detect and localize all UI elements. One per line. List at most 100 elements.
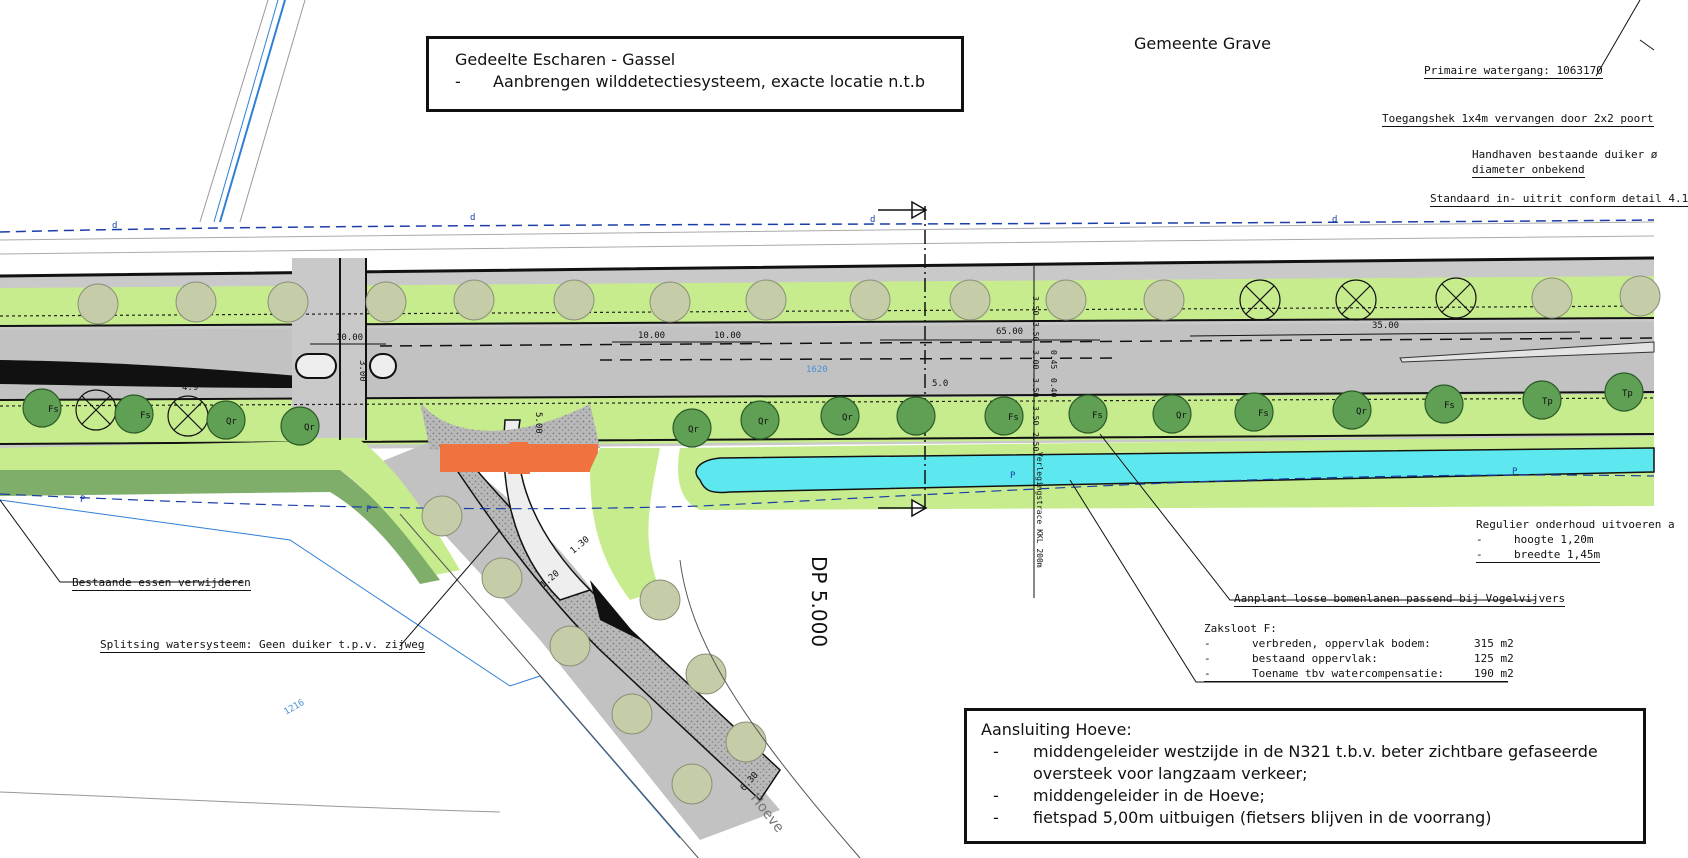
utility-letter: P (80, 495, 86, 505)
connection-title: Aansluiting Hoeve: (981, 720, 1132, 739)
section-arrow-top (878, 200, 928, 220)
hatched-island (1399, 341, 1655, 363)
pipe-line-p (0, 474, 1655, 510)
utility-letter: d (1332, 215, 1338, 225)
dimension-text: 10.00 (638, 331, 666, 341)
leader-line (1069, 479, 1508, 683)
median-island (295, 353, 337, 379)
tree-code: Fs (1444, 401, 1455, 411)
leader-line (1639, 39, 1655, 51)
ditch-row: -verbreden, oppervlak bodem:315 m2 (1204, 637, 1514, 650)
road-edge (0, 391, 1655, 401)
section-info-box: Gedeelte Escharen - Gassel - Aanbrengen … (426, 36, 964, 112)
tree-code: Tp (1622, 389, 1633, 399)
parcel-boundary (213, 0, 279, 223)
lane-marking (379, 337, 1655, 347)
split-water-label: Splitsing watersysteem: Geen duiker t.p.… (100, 638, 425, 653)
tree-code: Fs (1092, 411, 1103, 421)
dimension-text: 5.00 (533, 412, 543, 434)
traffic-lane (0, 322, 1654, 400)
dp-label: DP 5.000 (807, 556, 831, 648)
connection-item: -middengeleider in de Hoeve; (993, 786, 1265, 805)
maintenance-item: -hoogte 1,20m (1476, 533, 1594, 546)
tree-code: Qr (1356, 407, 1367, 417)
exit-label: Standaard in- uitrit conform detail 4.1 (1430, 192, 1688, 207)
width-text: 3.00 (1031, 350, 1040, 370)
cycle-crossing (508, 442, 530, 474)
road-edge (0, 256, 1655, 278)
tree-code: Fs (140, 411, 151, 421)
connection-item: oversteek voor langzaam verkeer; (1033, 764, 1308, 783)
tree-code: Fs (1258, 409, 1269, 419)
section-item: - Aanbrengen wilddetectiesysteem, exacte… (455, 72, 926, 91)
road-line-hoeve (679, 559, 861, 858)
trees-label: Aanplant losse bomenlanen passend bij Vo… (1234, 592, 1566, 607)
dimension-text: 65.00 (996, 327, 1024, 337)
width-text: 3.50 (1031, 296, 1040, 316)
dimension-text: 35.00 (1372, 321, 1400, 331)
connection-info-box: Aansluiting Hoeve: -middengeleider westz… (964, 708, 1646, 844)
section-title: Gedeelte Escharen - Gassel (455, 50, 676, 69)
section-arrow-bottom (878, 498, 928, 518)
leader-line (399, 529, 501, 647)
remove-ash-label: Bestaande essen verwijderen (72, 576, 251, 591)
dimension-line (1189, 331, 1581, 337)
ditch-row: -Toename tbv watercompensatie:190 m2 (1204, 667, 1514, 682)
utility-letter: d (112, 221, 118, 231)
ditch-title: Zaksloot F: (1204, 622, 1277, 635)
leader-line (0, 499, 242, 583)
reference-marker: 4.9 (182, 383, 199, 393)
width-text: 2.50 (1031, 432, 1040, 452)
width-text: 3.50 (1031, 406, 1040, 426)
tree-code: Qr (226, 417, 237, 427)
dimension-text: 10.00 (714, 331, 742, 341)
verge-east (590, 448, 660, 600)
triangle-marker (590, 580, 640, 640)
road-line-hoeve (399, 513, 699, 858)
leader-line (1099, 433, 1536, 601)
width-text: 3.50 (1031, 378, 1040, 398)
left-turn-island (0, 360, 300, 388)
verge-dark (0, 470, 440, 584)
junction-pavement (420, 402, 600, 450)
width-text: 0.40 (1049, 378, 1058, 398)
parcel-number: 1620 (806, 365, 828, 375)
verge-line (0, 221, 1655, 241)
tree-code: Qr (842, 413, 853, 423)
ditch-row: -bestaand oppervlak:125 m2 (1204, 652, 1514, 665)
utility-letter: d (870, 215, 876, 225)
ditch-zaksloot-f (695, 447, 1655, 494)
verge-line (0, 235, 1655, 255)
parcel-boundary (0, 791, 501, 813)
gate-label: Toegangshek 1x4m vervangen door 2x2 poor… (1382, 112, 1654, 127)
leader-line (1595, 0, 1641, 77)
tree-code: Fs (1008, 413, 1019, 423)
tree-row-hoeve (421, 495, 767, 805)
width-text: 3.50 (1031, 322, 1040, 342)
dimension-text: 3.00 (357, 360, 367, 382)
verge-west (0, 440, 460, 576)
tree-code: Qr (304, 423, 315, 433)
tree-code: Tp (1542, 397, 1553, 407)
utility-letter: d (470, 213, 476, 223)
tree-code: Fs (48, 405, 59, 415)
north-verge (0, 276, 1654, 326)
tree-row-south (22, 372, 1644, 448)
tree-code: Qr (688, 425, 699, 435)
parcel-boundary (219, 0, 286, 223)
tree-code: Qr (758, 417, 769, 427)
sight-line-label: Verlegingstrace KKL 200m (1035, 452, 1044, 568)
maintenance-title: Regulier onderhoud uitvoeren a (1476, 518, 1675, 531)
utility-letter: P (1010, 471, 1016, 481)
reference-marker: 5.0 (932, 379, 949, 389)
median-island (369, 353, 397, 379)
road-edge (0, 317, 1655, 327)
municipality-label: Gemeente Grave (1134, 34, 1271, 53)
tree-row-north (77, 275, 1661, 325)
utility-letter: P (366, 505, 372, 515)
connection-item: -middengeleider westzijde in de N321 t.b… (993, 742, 1598, 761)
cable-line-d (0, 219, 1655, 233)
utility-letter: P (1512, 467, 1518, 477)
tree-code: Qr (1176, 411, 1187, 421)
